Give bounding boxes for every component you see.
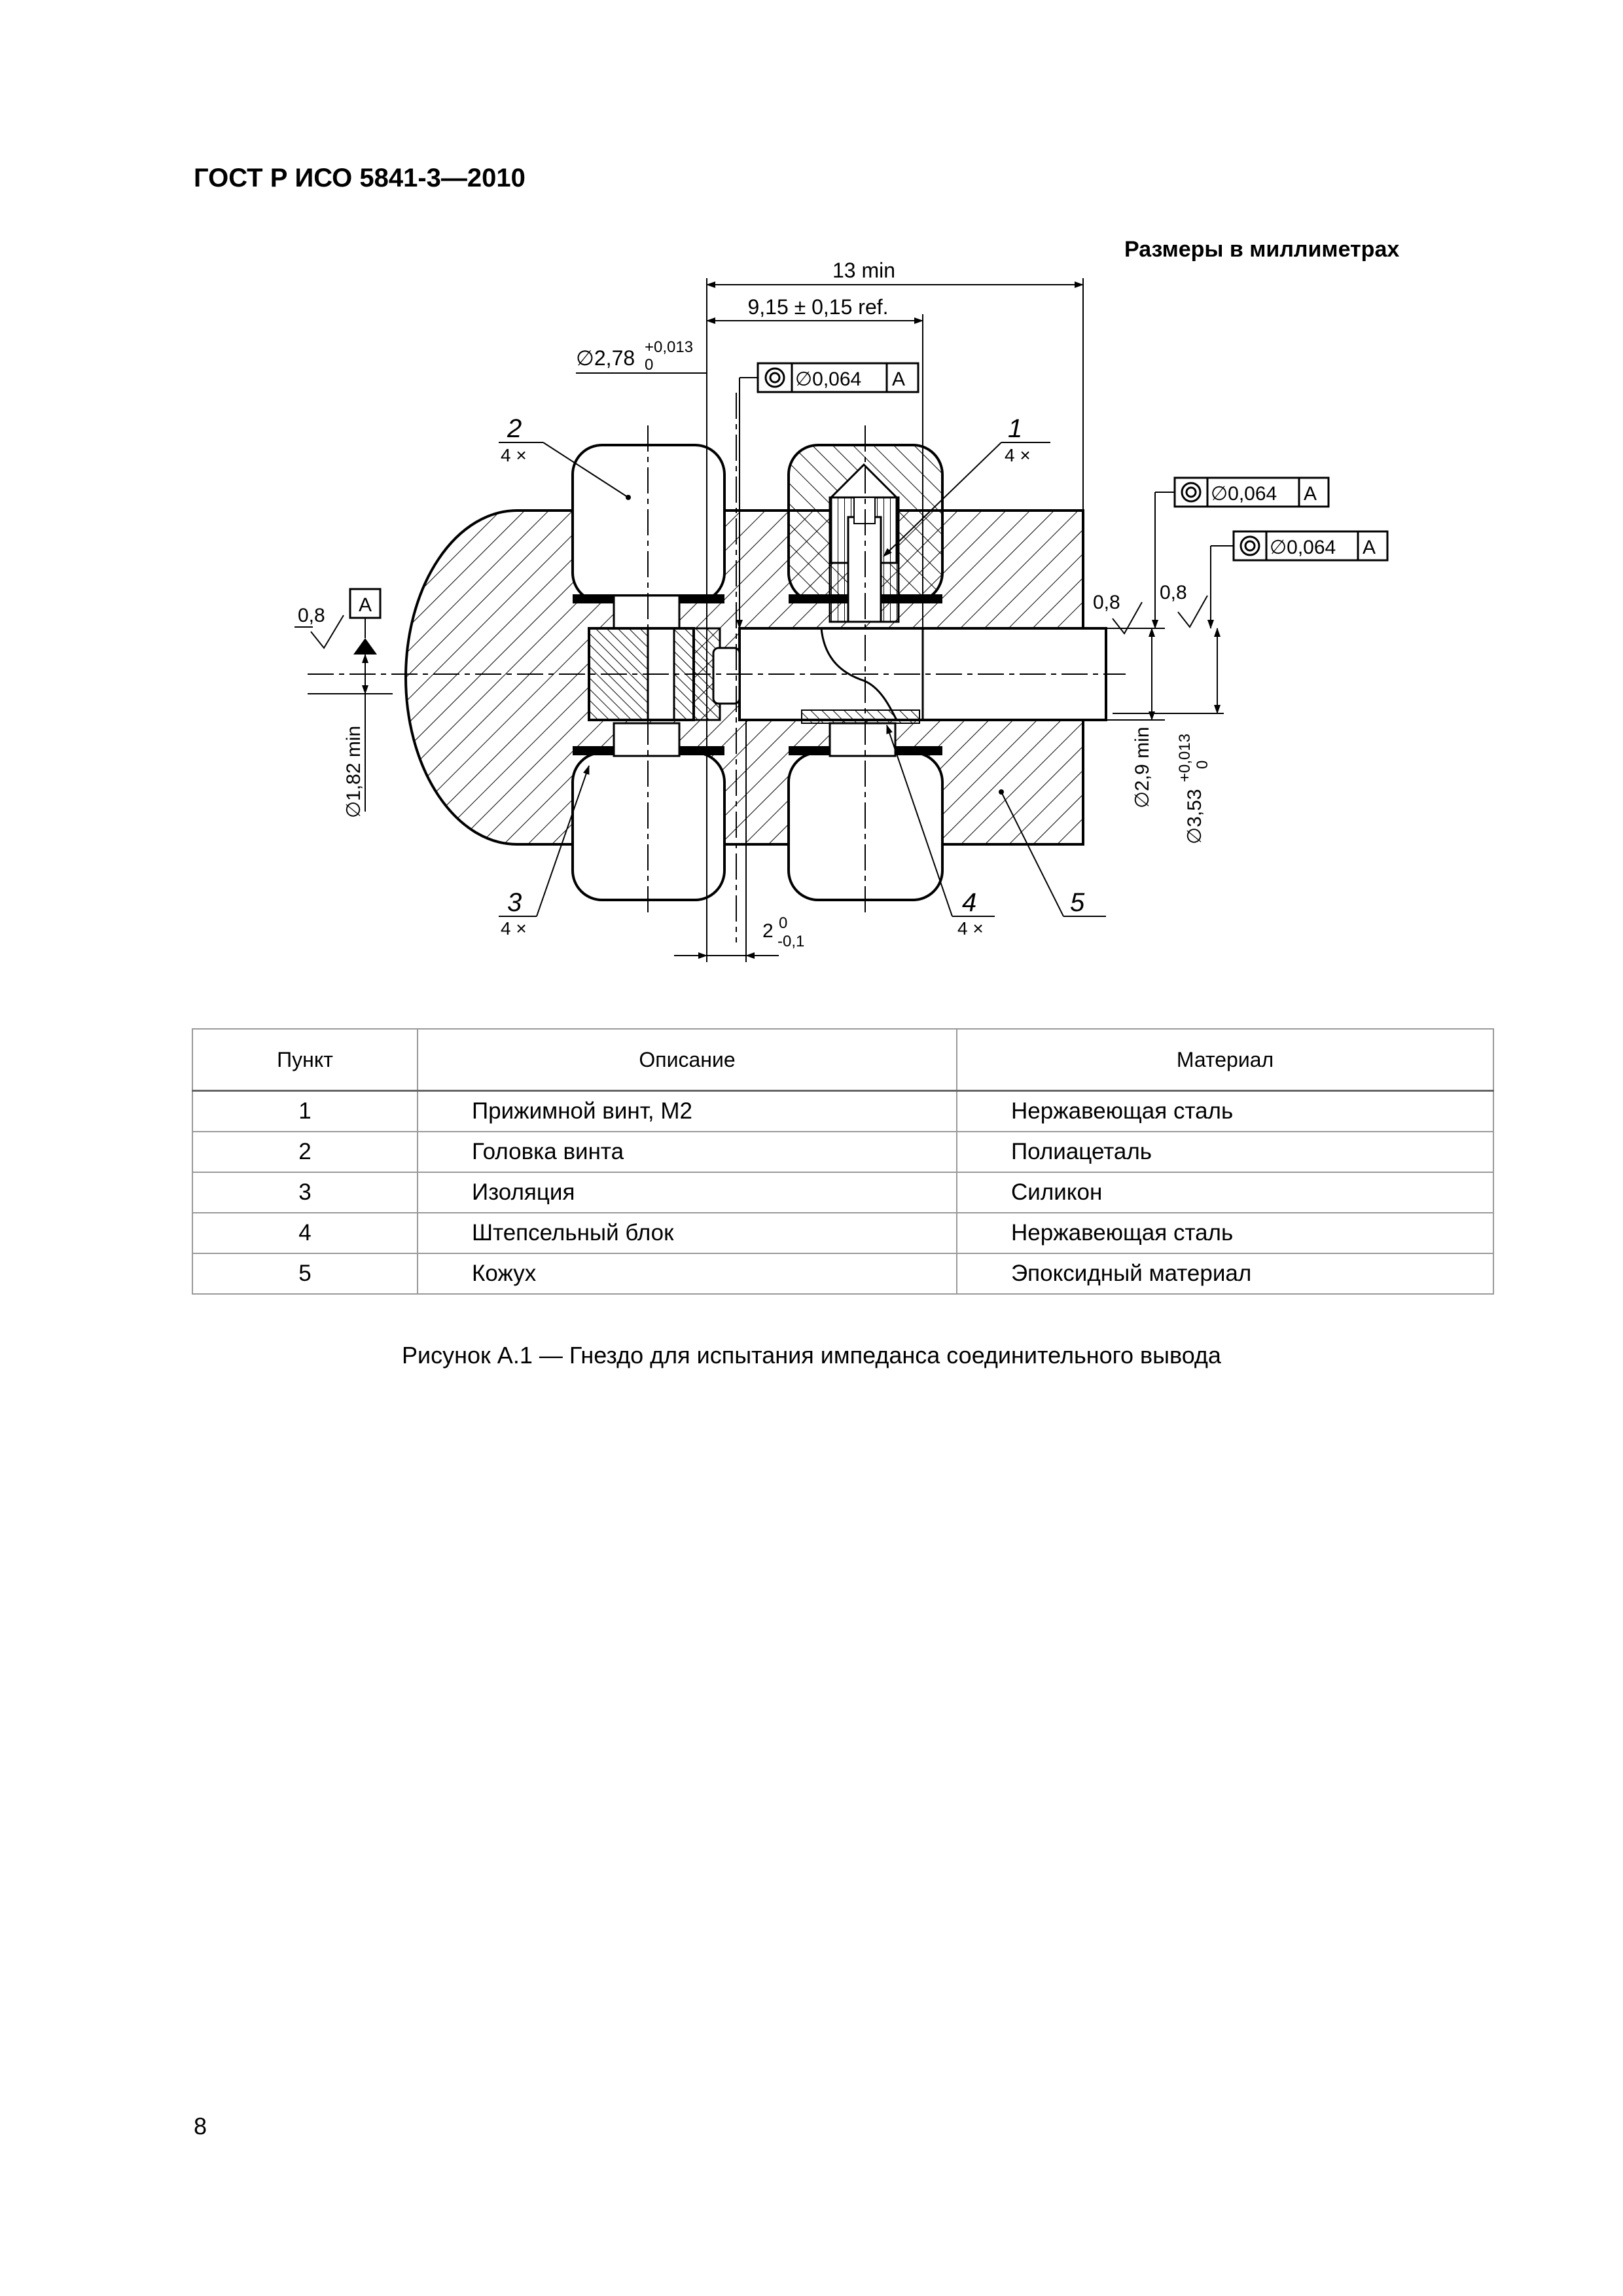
svg-text:4 ×: 4 ×	[501, 918, 527, 939]
datum-a: A	[349, 588, 382, 655]
callout-2: 2 4 ×	[499, 414, 631, 500]
dia-278-upper: +0,013	[645, 338, 693, 356]
table-row: 3 Изоляция Силикон	[192, 1172, 1494, 1213]
tolerance-frame-2: ∅0,064 A	[1152, 476, 1330, 629]
col-header-material: Материал	[956, 1028, 1494, 1092]
table-row: 1 Прижимной винт, M2 Нержавеющая сталь	[192, 1090, 1494, 1132]
dia-278: ∅2,78	[576, 346, 635, 370]
cell-item: 3	[192, 1172, 418, 1213]
tolerance-frame-1: ∅0,064 A	[736, 362, 919, 629]
cell-item: 1	[192, 1090, 418, 1132]
cell-material: Нержавеющая сталь	[956, 1212, 1494, 1254]
cell-description: Изоляция	[417, 1172, 957, 1213]
svg-text:4: 4	[962, 888, 976, 917]
units-note: Размеры в миллиметрах	[1124, 237, 1400, 262]
col-header-description: Описание	[417, 1028, 957, 1092]
table-header-row: Пункт Описание Материал	[192, 1028, 1494, 1092]
svg-text:0,8: 0,8	[298, 605, 325, 626]
callout-3: 3 4 ×	[499, 765, 590, 939]
cell-description: Штепсельный блок	[417, 1212, 957, 1254]
tol-value-3: ∅0,064	[1270, 537, 1336, 558]
tol-datum-1: A	[892, 368, 905, 390]
col-header-item: Пункт	[192, 1028, 418, 1092]
callout-1: 1 4 ×	[883, 414, 1050, 557]
dia-353: ∅3,53	[1184, 789, 1205, 844]
tol-value-1: ∅0,064	[795, 368, 861, 390]
svg-text:0,8: 0,8	[1160, 582, 1187, 603]
table-row: 5 Кожух Эпоксидный материал	[192, 1253, 1494, 1295]
cell-description: Кожух	[417, 1253, 957, 1295]
dia-353-upper: +0,013	[1176, 734, 1194, 782]
figure-caption: Рисунок А.1 — Гнездо для испытания импед…	[402, 1342, 1221, 1369]
dia-353-lower: 0	[1194, 761, 1211, 769]
dim-915-ref: 9,15 ± 0,15 ref.	[747, 295, 888, 319]
tolerance-frame-3: ∅0,064 A	[1207, 530, 1389, 629]
dim-13min: 13 min	[832, 259, 895, 282]
dim-2-lower: -0,1	[777, 933, 804, 950]
dim-2-upper: 0	[779, 914, 787, 932]
dia-29: ∅2,9 min	[1132, 726, 1153, 808]
callout-4: 4 4 ×	[886, 725, 995, 939]
tol-value-2: ∅0,064	[1211, 483, 1277, 505]
tol-datum-3: A	[1363, 537, 1376, 558]
svg-text:3: 3	[507, 888, 522, 917]
cell-material: Полиацеталь	[956, 1131, 1494, 1173]
svg-text:0,8: 0,8	[1093, 592, 1120, 613]
roughness-right-1: 0,8	[1093, 592, 1143, 635]
datum-a-label: A	[359, 594, 372, 616]
parts-table: Пункт Описание Материал 1 Прижимной винт…	[192, 1028, 1494, 1295]
svg-text:4 ×: 4 ×	[501, 445, 527, 465]
cell-item: 5	[192, 1253, 418, 1295]
svg-text:4 ×: 4 ×	[1005, 445, 1031, 465]
dia-278-lower: 0	[645, 356, 653, 374]
cell-item: 2	[192, 1131, 418, 1173]
cell-description: Прижимной винт, M2	[417, 1090, 957, 1132]
svg-text:4 ×: 4 ×	[957, 918, 984, 939]
callout-5: 5	[999, 789, 1106, 917]
page-header: ГОСТ Р ИСО 5841-3—2010	[194, 164, 526, 192]
roughness-left: 0,8	[294, 605, 344, 649]
page-number: 8	[194, 2113, 207, 2140]
cell-material: Нержавеющая сталь	[956, 1090, 1494, 1132]
svg-text:1: 1	[1008, 414, 1022, 443]
svg-text:2: 2	[507, 414, 522, 443]
dim-2: 2	[762, 920, 774, 942]
technical-drawing: 13 min 9,15 ± 0,15 ref. ∅2,78 +0,013 0 ∅…	[294, 259, 1389, 962]
roughness-right-2: 0,8	[1160, 582, 1208, 628]
cell-material: Силикон	[956, 1172, 1494, 1213]
cell-item: 4	[192, 1212, 418, 1254]
table-row: 4 Штепсельный блок Нержавеющая сталь	[192, 1212, 1494, 1254]
cell-description: Головка винта	[417, 1131, 957, 1173]
svg-text:5: 5	[1070, 888, 1085, 917]
cell-material: Эпоксидный материал	[956, 1253, 1494, 1295]
table-row: 2 Головка винта Полиацеталь	[192, 1131, 1494, 1173]
dia-182: ∅1,82 min	[343, 726, 365, 818]
tol-datum-2: A	[1304, 483, 1317, 505]
